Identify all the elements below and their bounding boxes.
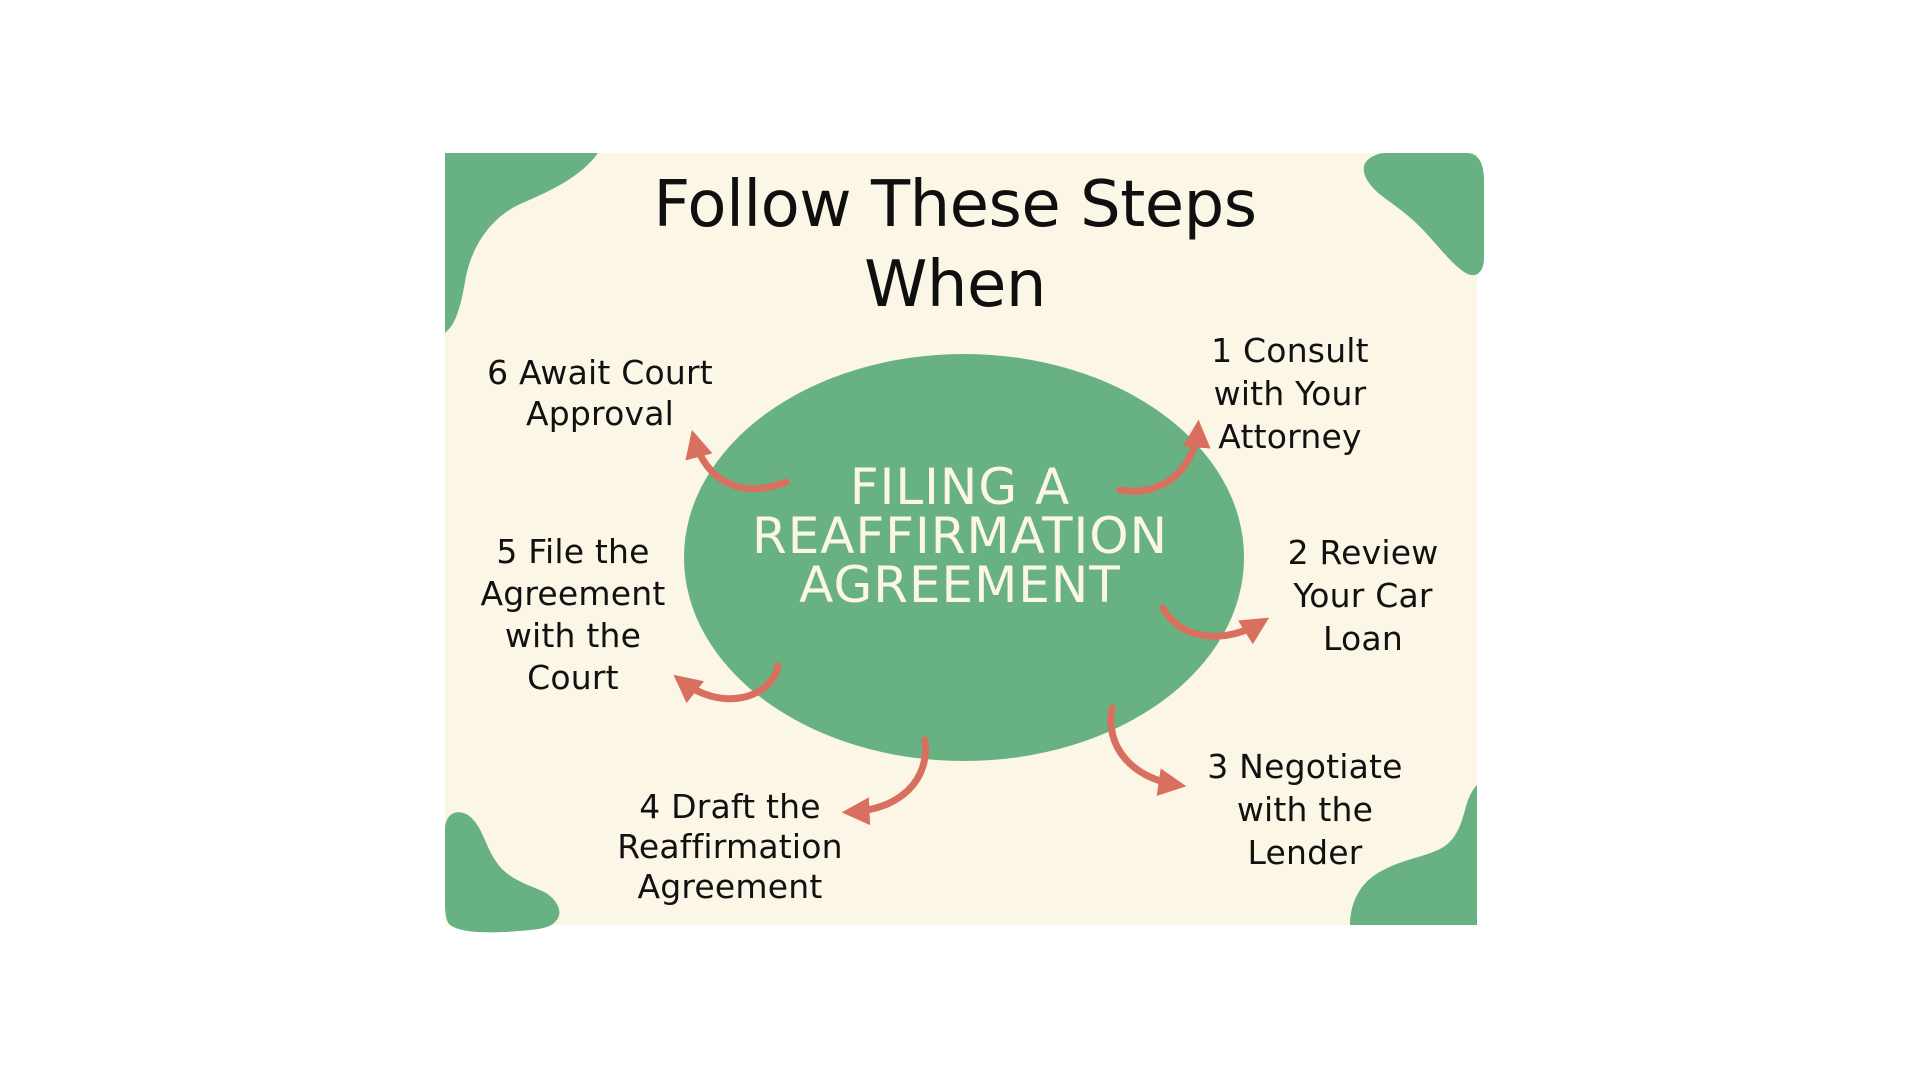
step-4-label: 4 Draft the Reaffirmation Agreement (617, 787, 843, 906)
step-5-label: 5 File the Agreement with the Court (480, 532, 666, 697)
center-ellipse (684, 354, 1244, 761)
blob-top-left (445, 153, 598, 333)
step-3-label: 3 Negotiate with the Lender (1207, 747, 1403, 872)
arrow-to-step-4-icon (841, 736, 930, 826)
step-6-label: 6 Await Court Approval (487, 353, 713, 433)
title: Follow These Steps When (653, 168, 1257, 322)
arrow-to-step-2-icon (1159, 604, 1270, 645)
blob-bottom-left (445, 812, 560, 933)
step-2-label: 2 Review Your Car Loan (1287, 533, 1439, 658)
center-label: FILING A REAFFIRMATION AGREEMENT (751, 458, 1169, 614)
arrow-to-step-5-icon (673, 662, 782, 704)
arrow-to-step-6-icon (685, 429, 790, 493)
blob-bottom-right (1350, 785, 1477, 925)
arrow-to-step-3-icon (1107, 704, 1187, 797)
step-1-label: 1 Consult with Your Attorney (1211, 331, 1369, 456)
arrow-to-step-1-icon (1116, 419, 1211, 495)
blob-top-right (1363, 153, 1484, 276)
